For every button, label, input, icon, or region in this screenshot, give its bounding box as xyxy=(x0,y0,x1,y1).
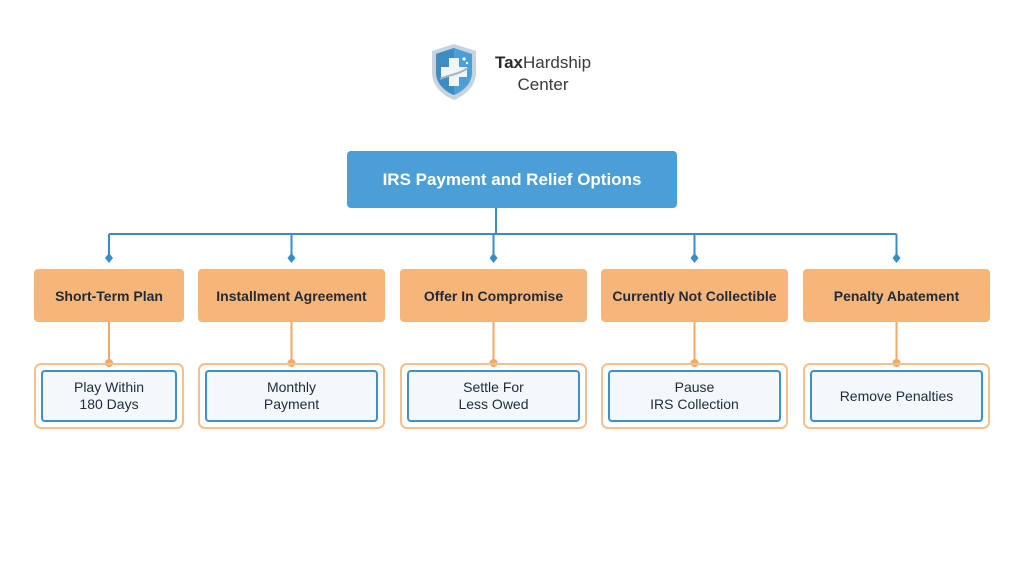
brand-name-line2: Center xyxy=(517,75,569,94)
detail-node-frame: Settle For Less Owed xyxy=(400,363,587,429)
logo: TaxHardship Center xyxy=(428,42,628,102)
shield-cross-icon xyxy=(432,44,476,100)
detail-node: Settle For Less Owed xyxy=(407,370,580,422)
detail-node: Monthly Payment xyxy=(205,370,378,422)
root-node: IRS Payment and Relief Options xyxy=(347,151,677,208)
branch-diamond xyxy=(105,253,113,263)
detail-node: Remove Penalties xyxy=(810,370,983,422)
branch-diamond xyxy=(489,253,498,263)
branch-diamond xyxy=(287,253,296,263)
detail-node: Play Within 180 Days xyxy=(41,370,177,422)
brand-name-regular: Hardship xyxy=(523,53,592,72)
category-node: Penalty Abatement xyxy=(803,269,990,322)
detail-node-frame: Remove Penalties xyxy=(803,363,990,429)
branch-diamond xyxy=(690,253,699,263)
brand-name-bold: Tax xyxy=(494,53,523,72)
category-node: Short-Term Plan xyxy=(34,269,184,322)
detail-node: Pause IRS Collection xyxy=(608,370,781,422)
detail-node-frame: Pause IRS Collection xyxy=(601,363,788,429)
branch-diamond xyxy=(892,253,901,263)
category-node: Currently Not Collectible xyxy=(601,269,788,322)
category-node: Offer In Compromise xyxy=(400,269,587,322)
category-node: Installment Agreement xyxy=(198,269,385,322)
detail-node-frame: Monthly Payment xyxy=(198,363,385,429)
brand-name: TaxHardship Center xyxy=(490,52,596,96)
detail-node-frame: Play Within 180 Days xyxy=(34,363,184,429)
